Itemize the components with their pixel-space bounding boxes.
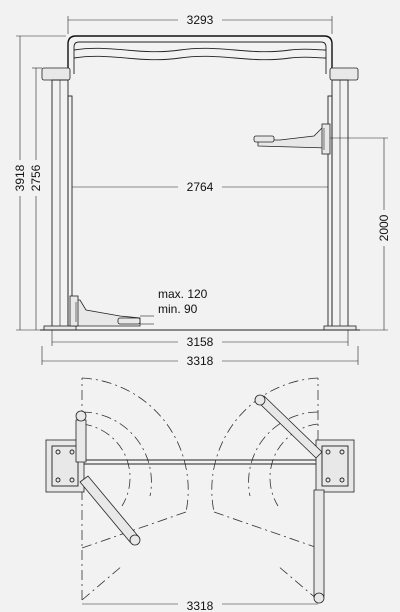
- plan-view: 3318: [45, 377, 355, 612]
- dim-top-width: 3293: [67, 13, 333, 34]
- dim-top-width-label: 3293: [187, 13, 214, 27]
- raised-arm: [253, 123, 331, 155]
- dim-plan-width-label: 3318: [187, 599, 214, 612]
- dim-column-height: 2756: [28, 67, 44, 330]
- left-column: [41, 67, 77, 331]
- front-elevation: 3293 3918 2756 2764 2: [12, 13, 392, 368]
- left-arms-plan: [75, 410, 141, 546]
- dim-inner-width-label: 2764: [187, 180, 214, 194]
- dim-base-outer-label: 3318: [187, 354, 214, 368]
- dim-inner-width: 2764: [72, 180, 328, 194]
- dim-plan-width: 3318: [82, 599, 318, 612]
- right-swing-arcs: [211, 377, 319, 601]
- dim-lift-height: 2000: [330, 137, 392, 331]
- pad-height-max: max. 120: [158, 287, 208, 301]
- plan-beam: [84, 459, 316, 465]
- dim-base-inner: 3158: [51, 330, 349, 349]
- lowered-arm: [69, 295, 141, 327]
- left-post-base: [45, 439, 85, 493]
- pad-height-min: min. 90: [158, 302, 198, 316]
- dim-base-inner-label: 3158: [187, 335, 214, 349]
- right-column: [323, 67, 359, 331]
- dim-total-height: 3918: [12, 35, 66, 331]
- dim-base-outer: 3318: [41, 346, 359, 368]
- dim-total-height-label: 3918: [13, 164, 27, 191]
- pad-height-notes: max. 120 min. 90: [140, 287, 208, 325]
- dim-lift-height-label: 2000: [377, 214, 391, 241]
- right-post-base: [315, 439, 355, 493]
- dim-column-height-label: 2756: [29, 164, 43, 191]
- right-arms-plan: [254, 394, 325, 604]
- overhead-beam: [67, 35, 333, 74]
